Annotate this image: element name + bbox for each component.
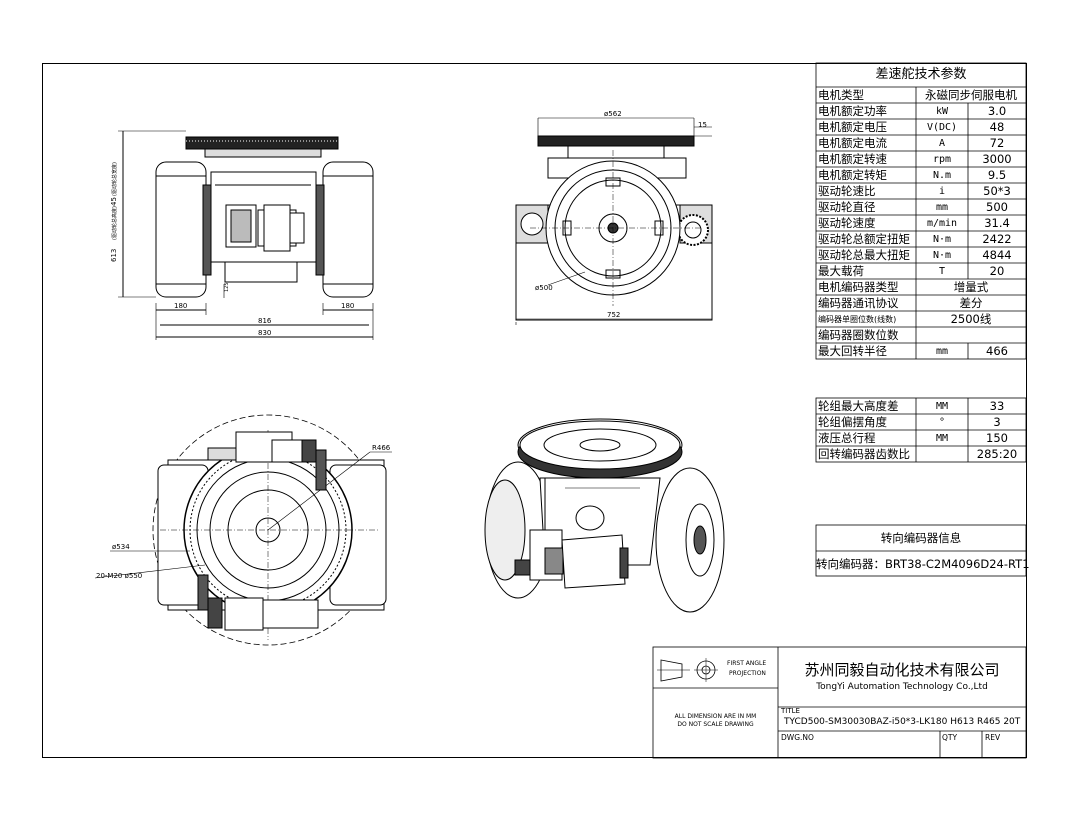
- drawing-title: TYCD500-SM30030BAZ-i50*3-LK180 H613 R465…: [784, 717, 1021, 727]
- dim-front-height: 613: [110, 249, 118, 262]
- title-block-grid: [652, 646, 1027, 759]
- table2-value-0: 33: [989, 399, 1005, 413]
- dim-side-15: 15: [698, 121, 707, 129]
- spec-name-14: 编码器单圈位数(线数): [818, 315, 897, 324]
- dim-overall-width: 830: [258, 329, 271, 337]
- spec-value-10: 4844: [982, 248, 1012, 262]
- spec-value-4: 3000: [982, 152, 1012, 166]
- table2-value-1: 3: [993, 415, 1001, 429]
- dim-wheel-left: 180: [174, 302, 187, 310]
- spec-value-8: 31.4: [984, 216, 1010, 230]
- spec-name-11: 最大载荷: [818, 264, 864, 278]
- spec-unit-13: 差分: [959, 296, 983, 310]
- spec-unit-1: kW: [935, 106, 949, 117]
- spec-table-grid: [815, 62, 1027, 360]
- spec-unit-9: N·m: [932, 234, 952, 245]
- dim-plan-holes: 20-M20 ø550: [96, 572, 142, 580]
- qty-label: QTY: [942, 733, 958, 742]
- company-name-en: TongYi Automation Technology Co.,Ltd: [816, 682, 988, 692]
- table2-unit-0: MM: [935, 401, 949, 412]
- secondary-table-grid: [815, 397, 1027, 463]
- dim-side-width: 752: [607, 311, 620, 319]
- table2-unit-1: °: [938, 417, 946, 428]
- spec-value-5: 9.5: [987, 168, 1007, 182]
- dim-plan-radius: R466: [372, 444, 391, 452]
- dwg-no-label: DWG.NO: [781, 733, 814, 742]
- note-scale: DO NOT SCALE DRAWING: [677, 721, 754, 728]
- title-label: TITLE: [781, 707, 800, 715]
- dim-front-small: 125: [224, 282, 230, 292]
- spec-unit-14: 2500线: [950, 312, 992, 326]
- encoder-box-title: 转向编码器信息: [880, 531, 962, 545]
- spec-name-1: 电机额定功率: [818, 104, 887, 118]
- rev-label: REV: [985, 733, 1001, 742]
- dim-side-top: ø562: [604, 110, 622, 118]
- spec-table-title: 差速舵技术参数: [875, 67, 967, 82]
- spec-value-3: 72: [989, 136, 1005, 150]
- spec-unit-8: m/min: [926, 218, 958, 229]
- spec-unit-0: 永磁同步伺服电机: [925, 88, 1017, 102]
- table2-name-3: 回转编码器齿数比: [818, 447, 910, 461]
- front-view: [118, 130, 374, 340]
- spec-name-12: 电机编码器类型: [818, 280, 899, 294]
- spec-name-5: 电机额定转矩: [818, 168, 887, 182]
- spec-name-9: 驱动轮总额定扭矩: [818, 232, 910, 246]
- table2-name-1: 轮组偏摆角度: [818, 415, 887, 429]
- spec-value-6: 50*3: [983, 184, 1011, 198]
- spec-unit-3: A: [938, 138, 946, 149]
- spec-value-2: 48: [989, 120, 1005, 134]
- spec-unit-5: N.m: [932, 170, 952, 181]
- spec-name-2: 电机额定电压: [818, 120, 887, 134]
- dim-front-45: 45: [110, 197, 118, 206]
- spec-value-9: 2422: [982, 232, 1012, 246]
- spec-name-7: 驱动轮直径: [818, 200, 876, 214]
- projection-label-1: FIRST ANGLE: [727, 660, 767, 667]
- spec-unit-11: T: [938, 266, 946, 277]
- encoder-box-text: 转向编码器：BRT38-C2M4096D24-RT1: [816, 557, 1030, 571]
- spec-unit-16: mm: [935, 346, 949, 357]
- dim-plan-diameter: ø534: [112, 543, 130, 551]
- table2-value-3: 285:20: [976, 447, 1018, 461]
- spec-name-8: 驱动轮速度: [818, 216, 876, 230]
- spec-name-10: 驱动轮总最大扭矩: [818, 248, 910, 262]
- dim-front-height-note: (驱动轮总高度): [111, 206, 118, 240]
- spec-value-16: 466: [986, 344, 1008, 358]
- spec-unit-12: 增量式: [953, 280, 989, 294]
- spec-unit-7: mm: [935, 202, 949, 213]
- side-view: [515, 117, 713, 325]
- spec-unit-4: rpm: [932, 154, 952, 165]
- spec-unit-10: N·m: [932, 250, 952, 261]
- table2-value-2: 150: [986, 431, 1008, 445]
- table2-unit-2: MM: [935, 433, 949, 444]
- dim-front-45-note: (驱动轮总宽度): [111, 162, 118, 196]
- table2-name-0: 轮组最大高度差: [818, 399, 899, 413]
- spec-unit-6: i: [938, 186, 946, 197]
- isometric-view: [484, 418, 725, 613]
- company-name-cn: 苏州同毅自动化技术有限公司: [804, 661, 1000, 679]
- note-dimensions: ALL DIMENSION ARE IN MM: [674, 713, 757, 720]
- table2-name-2: 液压总行程: [818, 431, 876, 445]
- spec-name-3: 电机额定电流: [818, 136, 887, 150]
- dim-wheel-right: 180: [341, 302, 354, 310]
- plan-view: [94, 414, 392, 646]
- projection-label-2: PROJECTION: [729, 670, 766, 677]
- spec-name-15: 编码器圈数位数: [818, 328, 899, 342]
- spec-name-0: 电机类型: [818, 88, 864, 102]
- encoder-box-grid: [815, 524, 1027, 577]
- spec-value-1: 3.0: [987, 104, 1007, 118]
- spec-name-4: 电机额定转速: [818, 152, 887, 166]
- spec-name-13: 编码器通讯协议: [818, 296, 899, 310]
- drawing-frame: [42, 63, 1027, 758]
- dim-inner-width: 816: [258, 317, 272, 325]
- spec-value-7: 500: [986, 200, 1008, 214]
- dim-side-wheel: ø500: [535, 284, 553, 292]
- spec-value-11: 20: [989, 264, 1005, 278]
- spec-name-6: 驱动轮速比: [818, 184, 876, 198]
- spec-name-16: 最大回转半径: [818, 344, 887, 358]
- spec-unit-2: V(DC): [926, 122, 958, 133]
